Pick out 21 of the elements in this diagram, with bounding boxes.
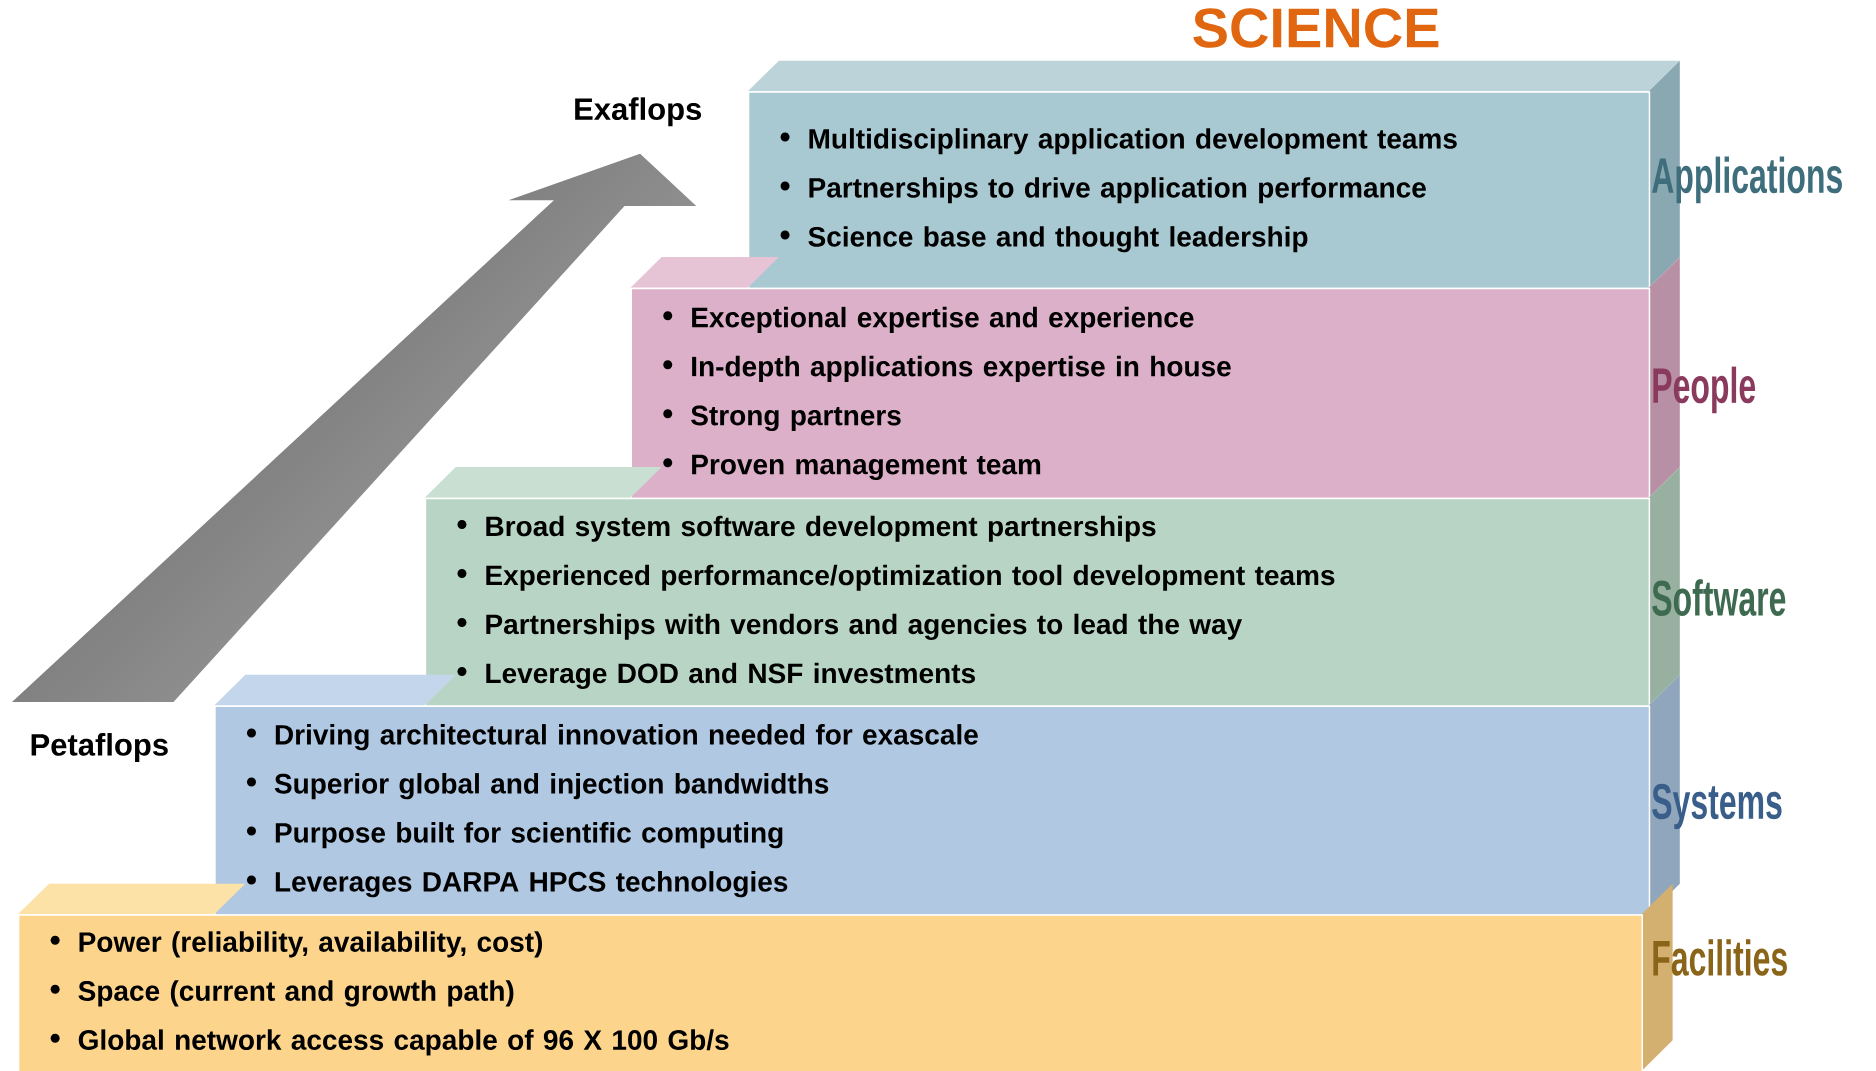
bullet-item: Multidisciplinary application development teams — [809, 128, 1457, 155]
scale-label: Exaflops — [575, 97, 702, 127]
bullet-item: Leverages DARPA HPCS technologies — [275, 871, 788, 898]
scale-label: Petaflops — [31, 733, 168, 762]
bullet-item: Global network access capable of 96 X 100 Gb/s — [78, 1029, 729, 1056]
bullet-item: Driving architectural innovation needed for exascale — [275, 724, 978, 751]
bullet-item: Purpose built for scientific computing — [275, 822, 783, 849]
bullet-item: Partnerships to drive application performance — [809, 177, 1426, 204]
bullet-item: Exceptional expertise and experience — [692, 306, 1194, 333]
bullet-item: In-depth applications expertise in house — [692, 355, 1231, 382]
bullet-item: Science base and thought leadership — [808, 226, 1308, 253]
bullet-item: Power (reliability, availability, cost) — [79, 931, 543, 958]
bullet-item: Experienced performance/optimization tool development teams — [486, 564, 1335, 591]
bullet-item: Leverage DOD and NSF investments — [486, 662, 975, 689]
bullet-item: Proven management team — [692, 454, 1041, 481]
bullet-item: Broad system software development partnerships — [486, 515, 1156, 542]
bullet-item: Superior global and injection bandwidths — [274, 773, 829, 800]
bullet-item: Partnerships with vendors and agencies to lead the way — [486, 613, 1243, 640]
bullet-item: Space (current and growth path) — [78, 980, 514, 1007]
bullet-item: Strong partners — [691, 405, 901, 432]
side-label: Software — [1652, 579, 1786, 616]
